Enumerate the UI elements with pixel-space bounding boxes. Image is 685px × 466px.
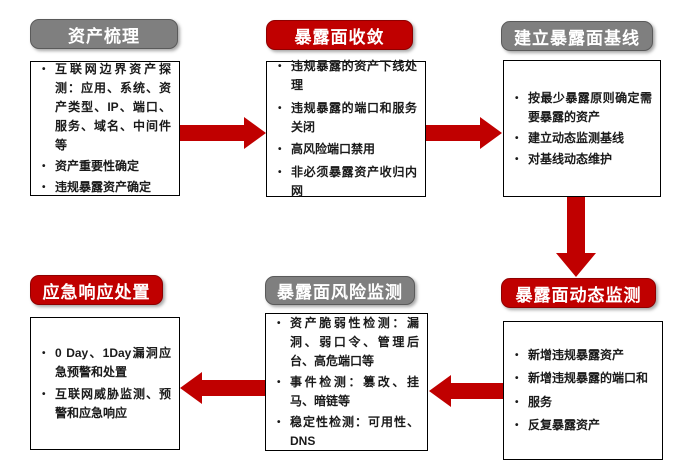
arrow-down-icon xyxy=(556,197,596,277)
step-body-asset-sorting: 互联网边界资产探测：应用、系统、资产类型、IP、端口、服务、域名、中间件等 资产… xyxy=(30,58,180,199)
bullet-item: 服务 xyxy=(514,393,654,412)
bullet-item: 互联网威胁监测、预警和应急响应 xyxy=(41,385,171,423)
bullet-list: 资产脆弱性检测：漏洞、弱口令、管理后台、高危端口等 事件检测：篡改、挂马、暗链等… xyxy=(276,312,419,453)
arrow-left-icon xyxy=(429,375,503,407)
bullet-item: 反复暴露资产 xyxy=(514,416,654,435)
bullet-list: 0 Day、1Day漏洞应急预警和处置 互联网威胁监测、预警和应急响应 xyxy=(41,340,171,427)
step-header-exposure-risk-monitoring: 暴露面风险监测 xyxy=(265,276,415,305)
step-body-exposure-convergence: 违规暴露的资产下线处理 违规暴露的端口和服务关闭 高风险端口禁用 非必须暴露资产… xyxy=(266,57,426,198)
bullet-list: 按最少暴露原则确定需要暴露的资产 建立动态监测基线 对基线动态维护 xyxy=(514,87,652,171)
bullet-item: 新增违规暴露资产 xyxy=(514,346,654,365)
step-body-emergency-response: 0 Day、1Day漏洞应急预警和处置 互联网威胁监测、预警和应急响应 xyxy=(30,317,180,450)
step-header-emergency-response: 应急响应处置 xyxy=(30,275,163,305)
bullet-item: 高风险端口禁用 xyxy=(277,140,417,159)
bullet-item: 违规暴露的资产下线处理 xyxy=(277,57,417,95)
step-body-establish-exposure-baseline: 按最少暴露原则确定需要暴露的资产 建立动态监测基线 对基线动态维护 xyxy=(503,60,661,197)
step-body-exposure-dynamic-monitoring: 新增违规暴露资产 新增违规暴露的端口和 服务 反复暴露资产 xyxy=(503,321,663,460)
step-header-exposure-dynamic-monitoring: 暴露面动态监测 xyxy=(501,278,656,308)
bullet-item: 资产脆弱性检测：漏洞、弱口令、管理后台、高危端口等 xyxy=(276,314,419,371)
bullet-list: 新增违规暴露资产 新增违规暴露的端口和 服务 反复暴露资产 xyxy=(514,341,654,440)
bullet-item: 稳定性检测：可用性、DNS xyxy=(276,413,419,451)
bullet-list: 违规暴露的资产下线处理 违规暴露的端口和服务关闭 高风险端口禁用 非必须暴露资产… xyxy=(277,54,417,205)
arrow-right-icon xyxy=(426,117,502,149)
step-header-asset-sorting: 资产梳理 xyxy=(30,19,178,49)
step-body-exposure-risk-monitoring: 资产脆弱性检测：漏洞、弱口令、管理后台、高危端口等 事件检测：篡改、挂马、暗链等… xyxy=(265,313,428,451)
bullet-item: 违规暴露的端口和服务关闭 xyxy=(277,99,417,137)
bullet-item: 按最少暴露原则确定需要暴露的资产 xyxy=(514,89,652,127)
arrow-left-icon xyxy=(180,372,265,404)
step-header-exposure-convergence: 暴露面收敛 xyxy=(266,20,413,50)
bullet-item: 新增违规暴露的端口和 xyxy=(514,369,654,388)
step-header-establish-exposure-baseline: 建立暴露面基线 xyxy=(501,21,653,51)
bullet-item: 互联网边界资产探测：应用、系统、资产类型、IP、端口、服务、域名、中间件等 xyxy=(41,60,171,155)
bullet-item: 0 Day、1Day漏洞应急预警和处置 xyxy=(41,344,171,382)
bullet-item: 资产重要性确定 xyxy=(41,157,171,176)
bullet-item: 违规暴露资产确定 xyxy=(41,178,171,197)
bullet-item: 非必须暴露资产收归内网 xyxy=(277,163,417,201)
bullet-item: 建立动态监测基线 xyxy=(514,129,652,148)
bullet-item: 对基线动态维护 xyxy=(514,150,652,169)
bullet-list: 互联网边界资产探测：应用、系统、资产类型、IP、端口、服务、域名、中间件等 资产… xyxy=(41,58,171,199)
arrow-right-icon xyxy=(180,117,266,149)
bullet-item: 事件检测：篡改、挂马、暗链等 xyxy=(276,373,419,411)
